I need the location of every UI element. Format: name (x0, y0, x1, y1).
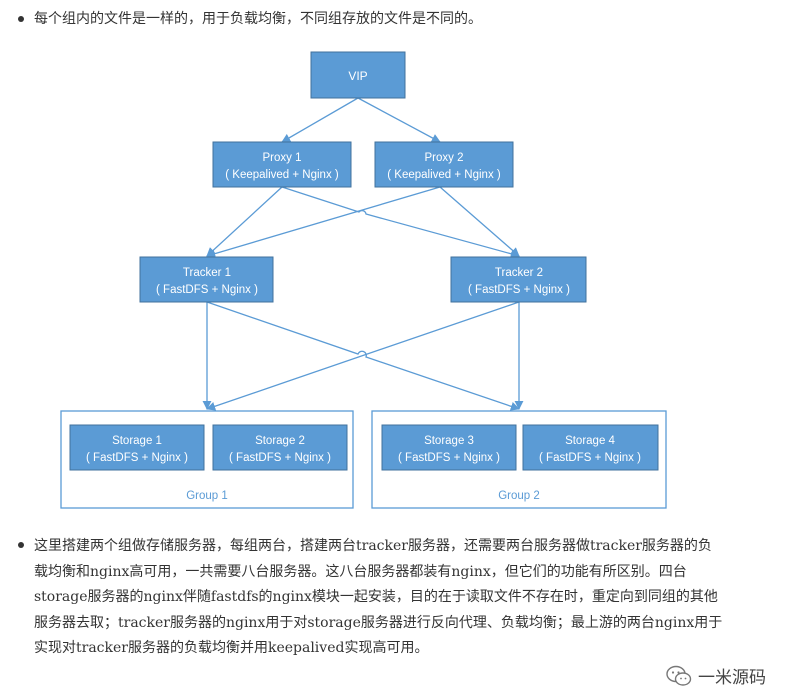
architecture-diagram: VIP Proxy 1 ( Keepalived + Nginx ) Proxy… (60, 51, 667, 509)
vip-to-proxy2-arrow (357, 97, 441, 143)
storage3-subtitle: ( FastDFS + Nginx ) (398, 452, 500, 464)
bullet-dot (18, 542, 24, 548)
proxy2-node: Proxy 2 ( Keepalived + Nginx ) (374, 141, 514, 188)
proxy1-title: Proxy 1 (263, 152, 302, 164)
watermark-text: 一米源码 (698, 668, 766, 688)
proxy2-title: Proxy 2 (425, 152, 464, 164)
proxy2-to-tracker1-arrow (206, 186, 441, 259)
vip-node: VIP (310, 51, 406, 99)
tracker2-to-group1-arrow (206, 301, 520, 411)
proxy2-to-tracker2-arrow (439, 186, 520, 257)
intro-bullet: 每个组内的文件是一样的，用于负载均衡，不同组存放的文件是不同的。 (18, 8, 482, 30)
explain-bullet: 这里搭建两个组做存储服务器，每组两台，搭建两台tracker服务器，还需要两台服… (18, 534, 786, 662)
connectors (202, 97, 524, 411)
tracker1-title: Tracker 1 (183, 267, 231, 279)
storage4-box (522, 424, 659, 471)
vip-label: VIP (348, 69, 367, 83)
storage2-title: Storage 2 (255, 435, 305, 447)
wechat-icon (666, 665, 692, 686)
intro-text: 每个组内的文件是一样的，用于负载均衡，不同组存放的文件是不同的。 (34, 11, 482, 27)
proxy1-to-tracker1-arrow (206, 186, 283, 257)
group1-container: Storage 1 ( FastDFS + Nginx ) Storage 2 … (60, 410, 354, 509)
storage1-box (69, 424, 205, 471)
storage4-subtitle: ( FastDFS + Nginx ) (539, 452, 641, 464)
group1-label: Group 1 (186, 490, 228, 502)
storage4-title: Storage 4 (565, 435, 615, 447)
storage3-box (381, 424, 517, 471)
storage3-title: Storage 3 (424, 435, 474, 447)
storage2-box (212, 424, 348, 471)
group2-container: Storage 3 ( FastDFS + Nginx ) Storage 4 … (371, 410, 667, 509)
proxy1-subtitle: ( Keepalived + Nginx ) (225, 169, 339, 181)
tracker1-to-group2-arrow (206, 301, 520, 411)
tracker2-title: Tracker 2 (495, 267, 543, 279)
tracker2-node: Tracker 2 ( FastDFS + Nginx ) (450, 256, 587, 303)
bullet-dot (18, 16, 24, 22)
tracker2-subtitle: ( FastDFS + Nginx ) (468, 284, 570, 296)
explain-text: 这里搭建两个组做存储服务器，每组两台，搭建两台tracker服务器，还需要两台服… (34, 538, 723, 656)
storage1-title: Storage 1 (112, 435, 162, 447)
group2-label: Group 2 (498, 490, 540, 502)
tracker1-subtitle: ( FastDFS + Nginx ) (156, 284, 258, 296)
vip-to-proxy1-arrow (281, 97, 359, 143)
storage1-subtitle: ( FastDFS + Nginx ) (86, 452, 188, 464)
proxy1-node: Proxy 1 ( Keepalived + Nginx ) (212, 141, 352, 188)
storage2-subtitle: ( FastDFS + Nginx ) (229, 452, 331, 464)
proxy1-to-tracker2-arrow (281, 186, 520, 259)
tracker1-node: Tracker 1 ( FastDFS + Nginx ) (139, 256, 274, 303)
watermark: 一米源码 (666, 663, 766, 688)
proxy2-subtitle: ( Keepalived + Nginx ) (387, 169, 501, 181)
